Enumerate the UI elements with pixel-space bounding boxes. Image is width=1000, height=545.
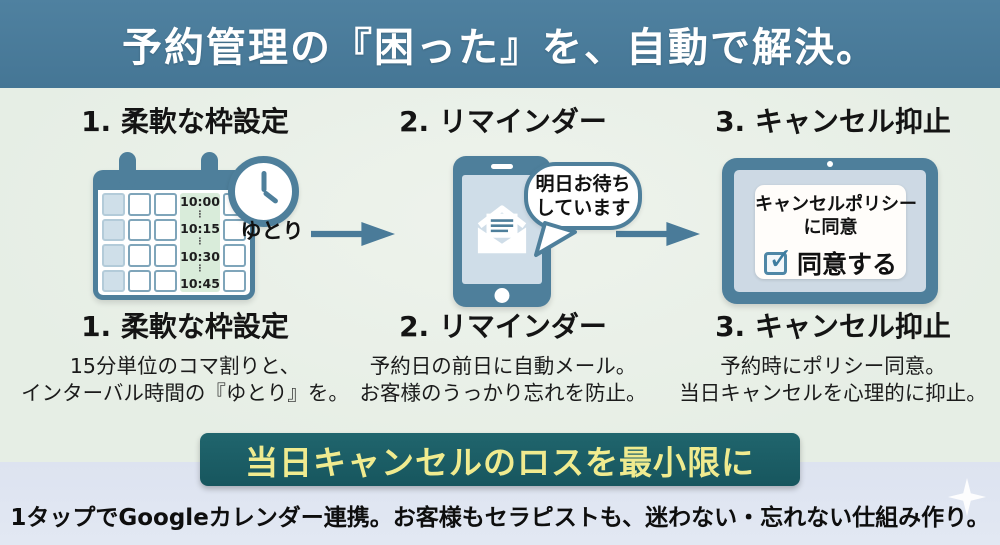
calendar-cell [222,218,246,241]
clock-minute-hand [261,170,266,192]
policy-text: に同意 [803,217,858,238]
page-title: 予約管理の『困った』を、自動で解決。 [122,25,878,71]
step2-desc-line2: お客様のうっかり忘れを防止。 [359,381,647,405]
buffer-label: ゆとり [240,219,304,243]
calendar-cell [128,218,152,241]
clock-icon [228,156,299,227]
step1-desc-line2: インターバル時間の『ゆとり』を。 [21,381,349,405]
tablet-camera [827,161,833,167]
calendar-cell [154,193,178,216]
checkmark-icon: ✓ [767,241,794,277]
step1-description: 15分単位のコマ割りと、 インターバル時間の『ゆとり』を。 [20,353,350,407]
step2-heading: 2. リマインダー [399,105,607,138]
time-slot: 10:00 [180,194,220,209]
speech-bubble: 明日お待ち しています [524,162,642,230]
slot-dots: ⋮ [195,209,205,220]
header-banner: 予約管理の『困った』を、自動で解決。 [0,0,1000,88]
step2-desc-line1: 予約日の前日に自動メール。 [369,354,637,378]
step2-description: 予約日の前日に自動メール。 お客様のうっかり忘れを防止。 [338,353,668,407]
clock-hour-hand [261,189,279,204]
calendar-cell [102,218,126,241]
calendar-cell [154,244,178,267]
step1-subheading: 1. 柔軟な枠設定 [81,310,289,343]
checkbox-icon: ✓ [763,242,793,277]
bubble-text: 明日お待ち [535,173,631,195]
calendar-cell [128,244,152,267]
envelope-icon [477,204,527,253]
slot-dots: ⋮ [195,236,205,247]
calendar-cell [222,244,246,267]
step3-subheading: 3. キャンセル抑止 [715,310,951,343]
calendar-cell [102,244,126,267]
time-slot: 10:30 [180,248,220,264]
bubble-text: しています [535,197,631,219]
calendar-ring-icon [119,152,136,188]
tablet-screen: キャンセルポリシー に同意 ✓ 同意する [734,170,926,292]
calendar-cell [128,193,152,216]
calendar-cell [222,269,246,292]
calendar-cell [102,193,126,216]
step3-heading: 3. キャンセル抑止 [715,105,951,138]
time-slot: 10:45 [180,275,220,291]
agree-label: 同意する [796,250,897,279]
time-slot: 10:15 [180,221,220,237]
highlight-banner: 当日キャンセルのロスを最小限に [200,433,800,486]
agree-row: ✓ 同意する [755,242,906,281]
policy-text: キャンセルポリシー [755,194,917,215]
step3-desc-line1: 予約時にポリシー同意。 [720,354,946,378]
speech-bubble-tail [534,221,577,257]
phone-speaker [491,164,513,169]
tablet-icon: キャンセルポリシー に同意 ✓ 同意する [722,158,938,304]
calendar-grid: 10:00 ⋮ 10:15 ⋮ 10:30 ⋮ 10:45 [102,193,246,292]
policy-card: キャンセルポリシー に同意 ✓ 同意する [755,185,917,281]
phone-home-button [494,288,510,303]
calendar-cell [154,269,178,292]
slot-dots: ⋮ [195,264,205,275]
step1-desc-line1: 15分単位のコマ割りと、 [69,354,301,378]
step2-subheading: 2. リマインダー [399,310,607,343]
banner-text: 当日キャンセルのロスを最小限に [245,442,755,482]
step1-heading: 1. 柔軟な枠設定 [81,105,289,138]
calendar-cell [128,269,152,292]
footer-tagline: 1タップでGoogleカレンダー連携。お客様もセラピストも、迷わない・忘れない仕… [10,505,990,531]
calendar-ring-icon [201,152,218,188]
calendar-cell [102,269,126,292]
step3-description: 予約時にポリシー同意。 当日キャンセルを心理的に抑止。 [663,353,1000,407]
time-slot-column: 10:00 ⋮ 10:15 ⋮ 10:30 ⋮ 10:45 [180,193,220,292]
calendar-cell [154,218,178,241]
step3-desc-line2: 当日キャンセルを心理的に抑止。 [679,381,987,405]
